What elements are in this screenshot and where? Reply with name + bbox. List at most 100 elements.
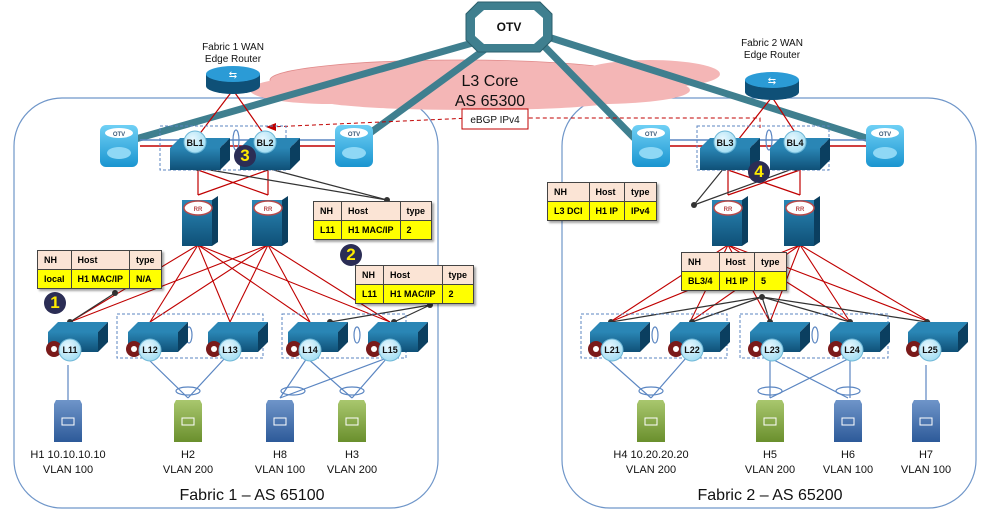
ebgp-arrow-icon [266, 123, 276, 131]
ebgp-label-box [461, 108, 529, 130]
svg-text:OTV: OTV [348, 132, 360, 138]
svg-text:RR: RR [724, 207, 733, 213]
svg-text:Fabric 1 WAN: Fabric 1 WAN [202, 42, 264, 53]
host-vlan: VLAN 100 [43, 464, 93, 476]
server-icon [919, 417, 933, 426]
svg-text:OTV: OTV [645, 132, 657, 138]
host-name: H1 10.10.10.10 [30, 449, 105, 461]
leaf-switch: L24 [828, 322, 890, 362]
leaf-switch: L25 [906, 322, 968, 362]
server-icon [345, 417, 359, 426]
host-links [67, 357, 927, 400]
otv-boxes: OTV OTV OTV OTV [100, 125, 904, 167]
svg-text:Fabric 2 WAN: Fabric 2 WAN [741, 38, 803, 49]
server-icon [644, 417, 658, 426]
host-vlan: VLAN 100 [255, 464, 305, 476]
svg-text:BL1: BL1 [186, 138, 203, 148]
leaf-switches: L11 L12 L13 L14 L15 L21 L22 L23 L24 L25 [46, 322, 968, 362]
leaf-label: L13 [222, 345, 238, 355]
ebgp-session [269, 117, 761, 128]
server-icon [841, 417, 855, 426]
step-marker-2: 2 [340, 244, 362, 266]
core-as: AS 65300 [455, 93, 525, 110]
callout-lines [69, 167, 928, 323]
host-name: H8 [273, 449, 287, 461]
host-name: H3 [345, 449, 359, 461]
host-vlan: VLAN 100 [901, 464, 951, 476]
fabric2-wan-router: Fabric 2 WAN Edge Router ⇆ [741, 38, 803, 100]
leaf-label: L22 [684, 345, 700, 355]
host-vlan: VLAN 100 [823, 464, 873, 476]
leaf-label: L23 [764, 345, 780, 355]
host-name: H7 [919, 449, 933, 461]
leaf-label: L11 [62, 345, 77, 355]
host-name: H4 10.20.20.20 [613, 449, 688, 461]
svg-text:Edge Router: Edge Router [205, 54, 262, 65]
step-marker-4: 4 [748, 161, 770, 183]
host-vlan: VLAN 200 [745, 464, 795, 476]
server-icon [181, 417, 195, 426]
leaf-label: L25 [922, 345, 938, 355]
svg-text:RR: RR [796, 207, 805, 213]
leaf-switch: L11 [46, 322, 108, 362]
leaf-switch: L22 [668, 322, 730, 362]
svg-text:RR: RR [264, 207, 273, 213]
step-marker-1: 1 [44, 292, 66, 314]
leaf-switch: L23 [748, 322, 810, 362]
border-leaf-switches: BL1 BL2 BL3 BL4 [170, 130, 830, 170]
leaf-switch: L13 [206, 322, 268, 362]
leaf-switch: L14 [286, 322, 348, 362]
host-vlan: VLAN 200 [626, 464, 676, 476]
leaf-label: L14 [302, 345, 318, 355]
core-title: L3 Core [462, 73, 519, 90]
server-icon [763, 417, 777, 426]
rr-leaf-links [69, 244, 931, 323]
ebgp-label: eBGP IPv4 [470, 115, 520, 126]
server-icon [273, 417, 287, 426]
svg-text:RR: RR [194, 207, 203, 213]
server-icon [61, 417, 75, 426]
router-icon: ⇆ [229, 70, 237, 81]
host-vlan: VLAN 200 [163, 464, 213, 476]
leaf-switch: L21 [588, 322, 650, 362]
leaf-label: L12 [142, 345, 158, 355]
leaf-label: L21 [604, 345, 620, 355]
leaf-switch: L12 [126, 322, 188, 362]
svg-text:OTV: OTV [113, 132, 125, 138]
leaf-switch: L15 [366, 322, 428, 362]
fabric1-title: Fabric 1 – AS 65100 [180, 487, 325, 504]
svg-text:BL3: BL3 [716, 138, 733, 148]
leaf-label: L15 [382, 345, 398, 355]
host-name: H6 [841, 449, 855, 461]
leaf-label: L24 [844, 345, 860, 355]
host-name: H2 [181, 449, 195, 461]
core-otv-label: OTV [497, 20, 522, 34]
route-reflectors: RR RR RR RR [182, 196, 820, 246]
router-icon: ⇆ [768, 76, 776, 87]
svg-text:BL4: BL4 [786, 138, 803, 148]
core-otv-device: OTV [465, 1, 553, 53]
fabric2-title: Fabric 2 – AS 65200 [698, 487, 843, 504]
host-vlan: VLAN 200 [327, 464, 377, 476]
svg-text:Edge Router: Edge Router [744, 50, 801, 61]
step-marker-3: 3 [234, 145, 256, 167]
svg-text:BL2: BL2 [256, 138, 273, 148]
host-name: H5 [763, 449, 777, 461]
fabric1-wan-router: Fabric 1 WAN Edge Router ⇆ [202, 42, 264, 94]
fabric2-boundary [561, 97, 977, 509]
